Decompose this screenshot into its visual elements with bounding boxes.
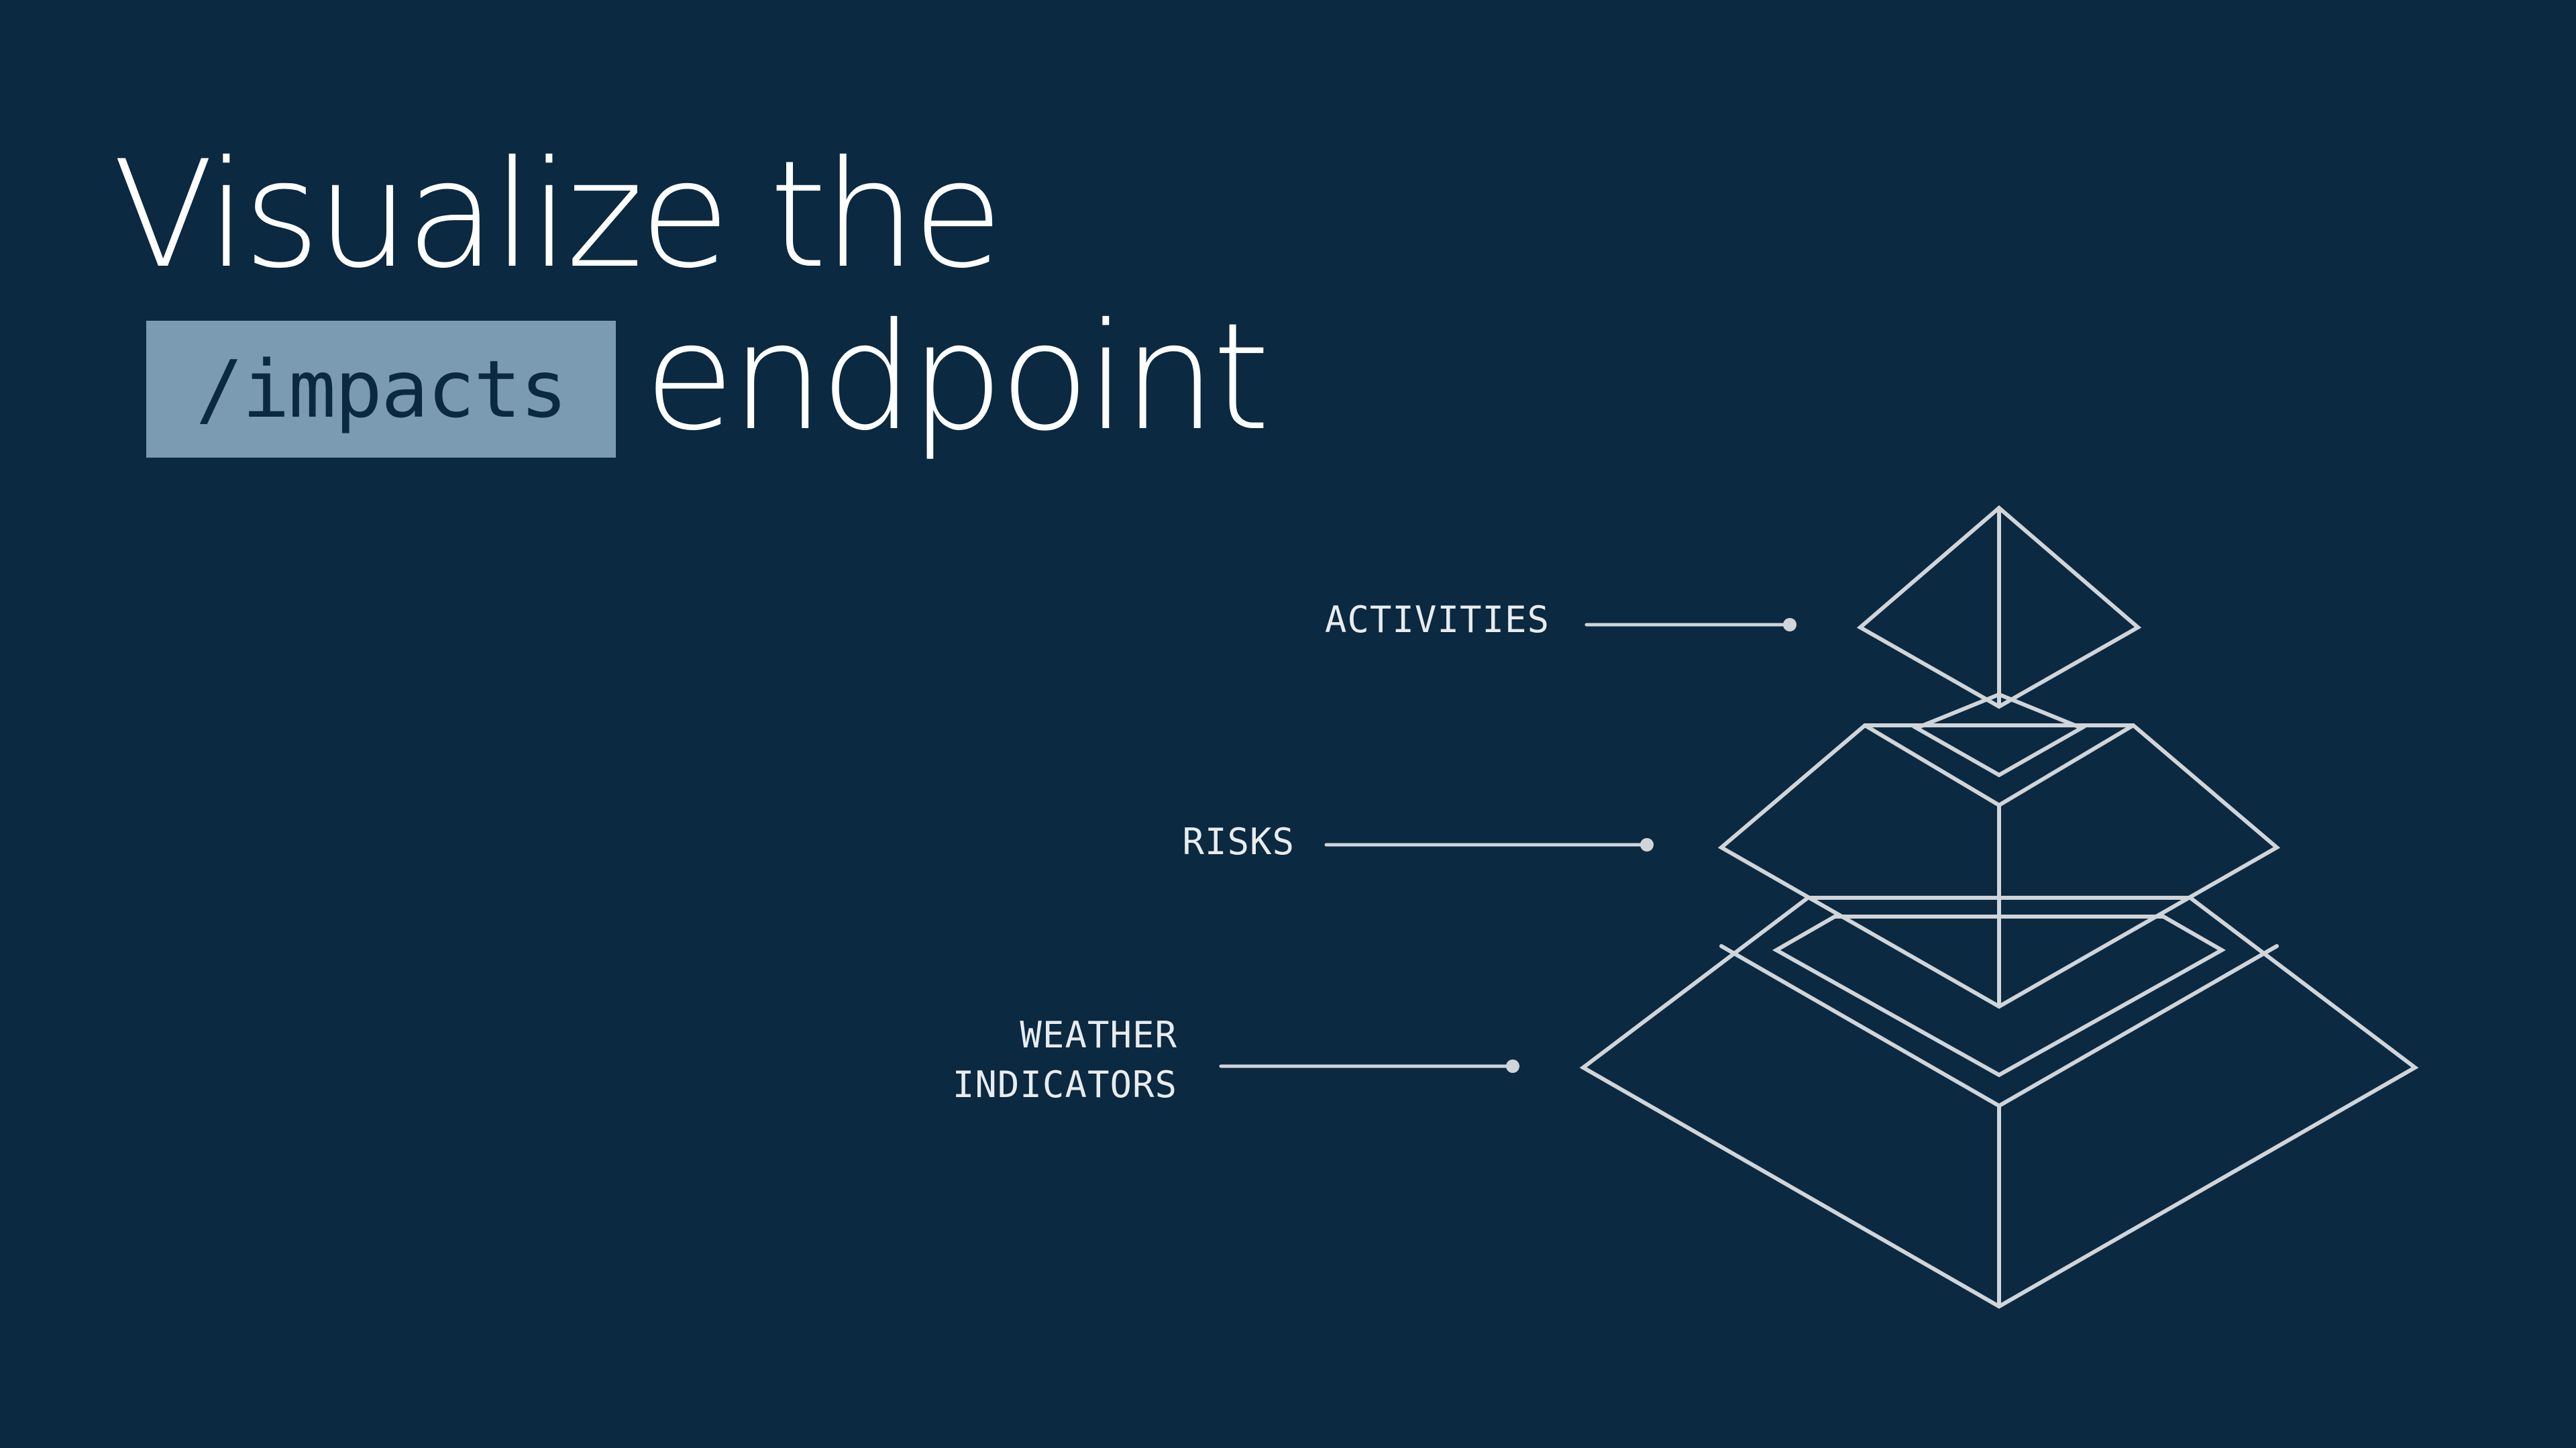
headline-line1: Visualize the bbox=[113, 129, 1004, 301]
activities-label: ACTIVITIES bbox=[1324, 599, 1550, 641]
weather-label-line1: WEATHER bbox=[1020, 1014, 1177, 1056]
weather-label-line2: INDICATORS bbox=[952, 1064, 1177, 1106]
risks-layer-inner-opening bbox=[1912, 692, 2086, 778]
weather-layer-outline bbox=[1579, 896, 2419, 1309]
code-chip: /impacts bbox=[146, 321, 616, 458]
risks-layer-top-rim bbox=[1863, 723, 2135, 808]
weather-layer-inner-opening bbox=[1772, 915, 2226, 1078]
risks-layer-outline bbox=[1717, 723, 2281, 1009]
headline: Visualize the /impacts endpoint bbox=[113, 134, 1589, 470]
weather-indicators-label: WEATHER INDICATORS bbox=[872, 1011, 1177, 1110]
risks-label: RISKS bbox=[1182, 821, 1295, 863]
risks-leader-dot bbox=[1640, 838, 1654, 851]
headline-line2: endpoint bbox=[644, 291, 1270, 463]
code-chip-text: /impacts bbox=[195, 343, 568, 435]
weather-leader-dot bbox=[1506, 1059, 1519, 1073]
activities-leader-dot bbox=[1783, 618, 1796, 631]
